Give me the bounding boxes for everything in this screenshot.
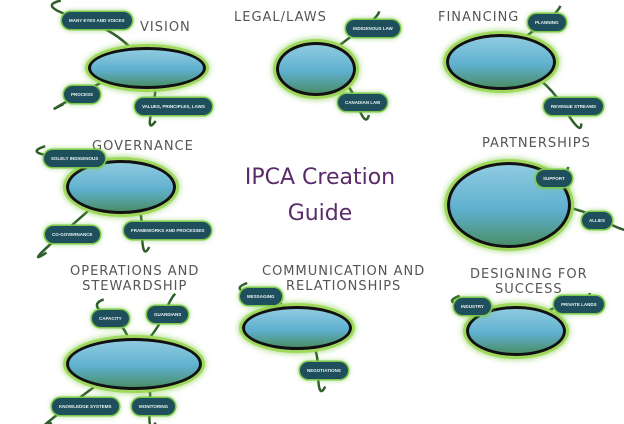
vision-tag: Values, Principles, Laws [135, 98, 212, 115]
governance-tag: Co-Governance [45, 226, 100, 243]
governance-title-line: GOVERNANCE [92, 139, 194, 154]
operations-tag: Knowledge Systems [52, 398, 119, 415]
vision-tag: Many Eyes and Voices [62, 12, 132, 29]
operations-title-line: OPERATIONS AND [70, 264, 200, 279]
legal-laws-tag: Indigenous Law [346, 20, 400, 37]
communication-illustration [242, 306, 352, 350]
legal-laws-title-line: LEGAL/LAWS [234, 10, 327, 25]
partnerships-title: PARTNERSHIPS [482, 136, 591, 151]
center-title: IPCA Creation Guide [230, 160, 410, 232]
vision-title: VISION [140, 20, 191, 35]
legal-laws-illustration [276, 42, 356, 96]
operations-tag: Capacity [92, 310, 129, 327]
communication-tag: Messaging [240, 288, 282, 305]
partnerships-title-line: PARTNERSHIPS [482, 136, 591, 151]
operations-tag: Monitoring [132, 398, 176, 415]
designing-title-line: DESIGNING FOR [470, 267, 588, 282]
governance-illustration [66, 160, 176, 214]
financing-title-line: FINANCING [438, 10, 520, 25]
financing-tag: Planning [528, 14, 566, 31]
operations-tag: Guardians [147, 306, 189, 323]
operations-illustration [66, 338, 202, 390]
center-title-line2: Guide [287, 201, 353, 226]
governance-title: GOVERNANCE [92, 139, 194, 154]
partnerships-tag: Support [536, 170, 572, 187]
vision-tag: Process [64, 86, 101, 103]
vision-illustration [88, 47, 206, 89]
financing-tag: Revenue Streams [544, 98, 604, 115]
designing-title-line: SUCCESS [494, 282, 563, 297]
communication-title-line: RELATIONSHIPS [285, 279, 402, 294]
governance-tag: Solely Indigenous [44, 150, 106, 167]
financing-illustration [446, 34, 556, 90]
communication-tag: Negotiations [300, 362, 348, 379]
center-title-line1: IPCA Creation [244, 165, 396, 190]
communication-title-line: COMMUNICATION AND [262, 264, 426, 279]
governance-tag: Frameworks and Processes [124, 222, 212, 239]
designing-tag: Private Lands [554, 296, 604, 313]
partnerships-tag: Allies [582, 212, 613, 229]
financing-title: FINANCING [438, 10, 519, 25]
operations-title-line: STEWARDSHIP [82, 279, 188, 294]
legal-laws-title: LEGAL/LAWS [234, 10, 327, 25]
legal-laws-tag: Canadian Law [338, 94, 388, 111]
vision-title-line: VISION [140, 20, 191, 35]
designing-tag: Industry [454, 298, 491, 315]
